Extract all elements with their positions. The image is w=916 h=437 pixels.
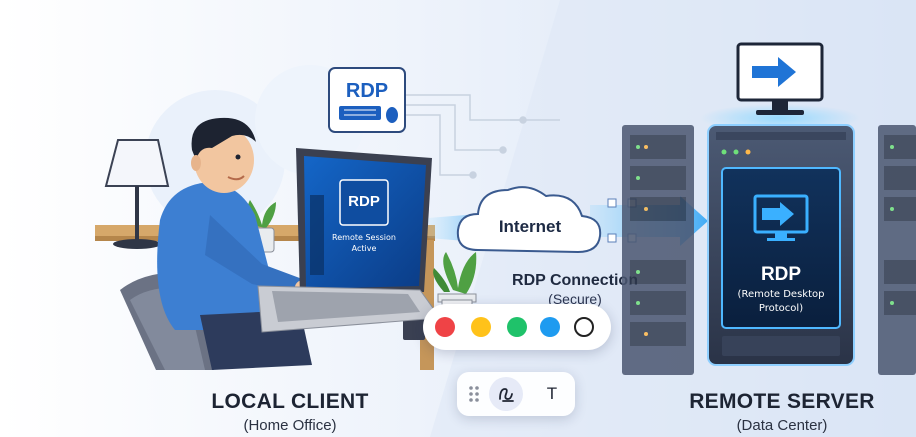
laptop-screen-line1: Remote Session	[332, 233, 396, 242]
remote-monitor-icon	[736, 42, 824, 115]
ghost-list-row	[0, 182, 95, 194]
local-client-title: LOCAL CLIENT	[211, 390, 369, 413]
server-rack-left	[622, 125, 694, 375]
pen-tool-button[interactable]	[489, 377, 523, 411]
drag-handle-icon[interactable]	[467, 384, 481, 404]
rdp-keyboard-icon: RDP	[328, 67, 406, 133]
remote-server-label: REMOTE SERVER (Data Center)	[672, 390, 892, 434]
server-screen-arrow-icon	[753, 194, 809, 241]
rdp-badge-label: RDP	[346, 80, 388, 102]
color-swatch-red[interactable]	[435, 317, 455, 337]
local-client-label: LOCAL CLIENT (Home Office)	[190, 390, 390, 434]
laptop: RDP Remote Session Active	[257, 148, 441, 333]
pen-squiggle-icon	[499, 388, 514, 402]
cloud-label: Internet	[499, 217, 562, 236]
text-tool-button[interactable]: T	[546, 384, 558, 403]
color-swatch-blue[interactable]	[540, 317, 560, 337]
color-palette	[423, 304, 611, 350]
drawing-toolbar: T	[457, 372, 575, 416]
server-line1: (Remote Desktop	[738, 289, 825, 300]
local-client-subtitle: (Home Office)	[243, 417, 337, 434]
remote-server-subtitle: (Data Center)	[736, 417, 828, 434]
server-title: RDP	[761, 264, 801, 285]
server-rack-right	[878, 125, 916, 375]
remote-server-title: REMOTE SERVER	[689, 390, 875, 413]
remote-server: RDP (Remote Desktop Protocol)	[707, 124, 855, 366]
color-swatch-white[interactable]	[574, 317, 594, 337]
desk-lamp	[104, 139, 170, 249]
person-at-laptop	[157, 117, 342, 370]
connection-subtitle: (Secure)	[548, 291, 602, 307]
laptop-screen-line2: Active	[352, 244, 377, 253]
connection-title: RDP Connection	[512, 272, 638, 289]
laptop-screen-title: RDP	[348, 193, 380, 210]
internet-cloud-icon: Internet	[456, 186, 602, 254]
color-swatch-yellow[interactable]	[471, 317, 491, 337]
color-swatch-green[interactable]	[507, 317, 527, 337]
server-line2: Protocol)	[759, 303, 803, 314]
